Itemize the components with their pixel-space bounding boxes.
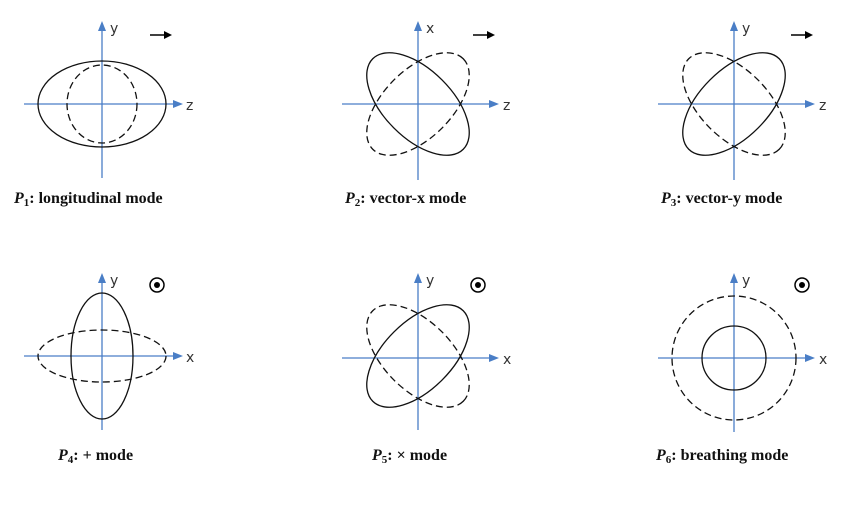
horizontal-axis-label: z [503,98,510,114]
solid-ring [37,60,167,148]
dashed-ring [671,295,797,421]
solid-ring [701,325,767,391]
solid-ring [366,52,470,156]
horizontal-axis-label: x [819,352,827,368]
horizontal-axis-arrowhead [489,100,499,108]
panel-p4: y x [24,273,194,430]
caption-subscript: 4 [67,454,74,466]
caption-p5: P5: × mode [372,447,448,466]
panel-p5: y x [342,273,511,430]
propagation-arrow-icon [473,31,495,39]
horizontal-axis-label: x [503,352,511,368]
caption-symbol: P [14,190,24,207]
solid-ring [366,304,470,408]
caption-subscript: 1 [23,197,30,209]
horizontal-axis-arrowhead [173,100,183,108]
caption-text: : vector-y mode [676,190,783,207]
vertical-axis-arrowhead [98,273,106,283]
propagation-arrow-icon [791,31,813,39]
caption-subscript: 6 [665,454,672,466]
dashed-ring [66,64,138,144]
caption-p3: P3: vector-y mode [661,190,783,209]
panel-p2: x z [342,21,510,180]
out-of-page-icon [470,277,486,293]
panel-p6: y x [658,273,827,432]
horizontal-axis-arrowhead [805,354,815,362]
vertical-axis-arrowhead [730,21,738,31]
caption-subscript: 2 [354,197,361,209]
caption-symbol: P [345,190,355,207]
horizontal-axis-arrowhead [805,100,815,108]
horizontal-axis-label: z [186,98,193,114]
vertical-axis-label: y [742,273,750,289]
caption-subscript: 3 [670,197,677,209]
out-of-page-icon [794,277,810,293]
caption-text: : longitudinal mode [29,190,163,207]
dashed-ring [37,329,167,383]
horizontal-axis-label: z [819,98,826,114]
vertical-axis-arrowhead [414,273,422,283]
vertical-axis-label: y [110,21,118,37]
caption-symbol: P [372,447,382,464]
caption-p4: P4: + mode [58,447,134,466]
caption-symbol: P [656,447,666,464]
dashed-ring [366,52,470,156]
dashed-ring [682,52,786,156]
caption-text: : × mode [387,447,448,464]
caption-subscript: 5 [381,454,388,466]
vertical-axis-arrowhead [414,21,422,31]
propagation-arrow-icon [150,31,172,39]
vertical-axis-label: y [742,21,750,37]
horizontal-axis-arrowhead [173,352,183,360]
caption-text: : vector-x mode [360,190,467,207]
solid-ring [682,52,786,156]
vertical-axis-label: y [110,273,118,289]
panel-p3: y z [658,21,826,180]
dashed-ring [366,304,470,408]
horizontal-axis-label: x [186,350,194,366]
caption-p2: P2: vector-x mode [345,190,467,209]
vertical-axis-label: x [426,21,434,37]
horizontal-axis-arrowhead [489,354,499,362]
caption-symbol: P [661,190,671,207]
caption-text: : breathing mode [671,447,789,464]
out-of-page-icon [149,277,165,293]
caption-p1: P1: longitudinal mode [14,190,163,209]
vertical-axis-label: y [426,273,434,289]
caption-p6: P6: breathing mode [656,447,789,466]
panel-p1: y z [24,21,193,178]
vertical-axis-arrowhead [730,273,738,283]
solid-ring [70,292,134,420]
caption-symbol: P [58,447,68,464]
vertical-axis-arrowhead [98,21,106,31]
caption-text: : + mode [73,447,134,464]
